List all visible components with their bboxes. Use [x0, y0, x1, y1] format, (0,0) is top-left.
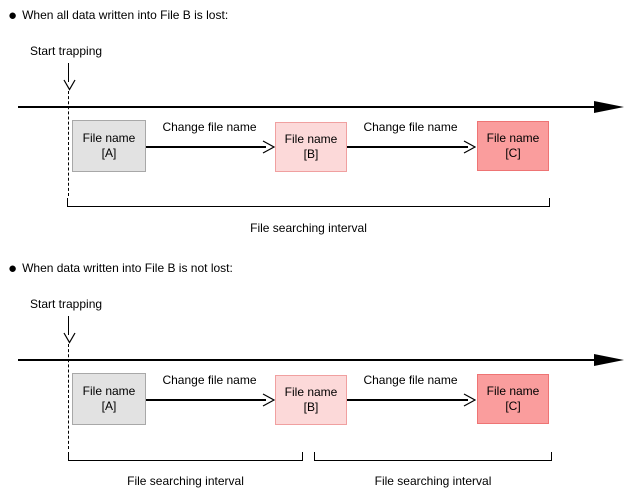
- trap-point-dotted-line: [68, 91, 69, 196]
- file-box-b: File name [B]: [275, 375, 347, 425]
- interval-bracket: [314, 452, 552, 461]
- file-box-c: File name [C]: [477, 121, 549, 171]
- timeline: [18, 359, 598, 361]
- interval-bracket: [67, 198, 550, 207]
- file-box-b-line2: [B]: [303, 147, 319, 161]
- change-arrow-line: [347, 399, 468, 401]
- change-arrow-line: [146, 146, 266, 148]
- section-heading-row: ● When data written into File B is not l…: [8, 259, 233, 277]
- file-box-b-line1: File name: [284, 385, 338, 399]
- section-heading: When all data written into File B is los…: [22, 8, 229, 22]
- file-box-b-line1: File name: [284, 132, 338, 146]
- start-trapping-label: Start trapping: [30, 297, 103, 311]
- file-box-c-line2: [C]: [505, 399, 521, 413]
- file-box-c-line2: [C]: [505, 146, 521, 160]
- file-box-c-line1: File name: [486, 131, 540, 145]
- scenario-section-not-lost: ● When data written into File B is not l…: [0, 253, 634, 499]
- interval-bracket: [68, 452, 303, 461]
- file-box-b-line2: [B]: [303, 400, 319, 414]
- change-arrow-label: Change file name: [162, 373, 257, 387]
- right-arrowhead-icon: [463, 140, 476, 154]
- section-heading-row: ● When all data written into File B is l…: [8, 6, 229, 24]
- start-trapping-arrow-line: [68, 63, 69, 82]
- change-arrow-label: Change file name: [363, 373, 458, 387]
- trap-point-dotted-line: [68, 344, 69, 449]
- file-box-a: File name [A]: [72, 373, 146, 425]
- change-arrow-label: Change file name: [363, 120, 458, 134]
- start-trapping-arrow-line: [68, 316, 69, 335]
- scenario-section-lost: ● When all data written into File B is l…: [0, 0, 634, 246]
- interval-label: File searching interval: [374, 474, 492, 488]
- file-box-a-line2: [A]: [101, 399, 117, 413]
- down-arrowhead-icon: [63, 79, 76, 91]
- file-box-a-line1: File name: [82, 384, 136, 398]
- section-heading: When data written into File B is not los…: [22, 261, 233, 275]
- down-arrowhead-icon: [63, 332, 76, 344]
- file-box-b: File name [B]: [275, 122, 347, 172]
- bullet-icon: ●: [8, 6, 18, 24]
- change-arrow-line: [347, 146, 468, 148]
- change-arrow-line: [146, 399, 266, 401]
- start-trapping-label: Start trapping: [30, 44, 103, 58]
- right-arrowhead-icon: [463, 393, 476, 407]
- interval-label: File searching interval: [127, 474, 244, 488]
- timeline-arrowhead-icon: [594, 354, 624, 366]
- bullet-icon: ●: [8, 259, 18, 277]
- right-arrowhead-icon: [262, 393, 275, 407]
- file-box-c: File name [C]: [477, 374, 549, 424]
- file-box-a-line2: [A]: [101, 146, 117, 160]
- timeline: [18, 106, 598, 108]
- file-box-c-line1: File name: [486, 384, 540, 398]
- file-box-a-line1: File name: [82, 131, 136, 145]
- right-arrowhead-icon: [262, 140, 275, 154]
- timeline-arrowhead-icon: [594, 101, 624, 113]
- interval-label: File searching interval: [250, 221, 367, 235]
- change-arrow-label: Change file name: [162, 120, 257, 134]
- file-box-a: File name [A]: [72, 120, 146, 172]
